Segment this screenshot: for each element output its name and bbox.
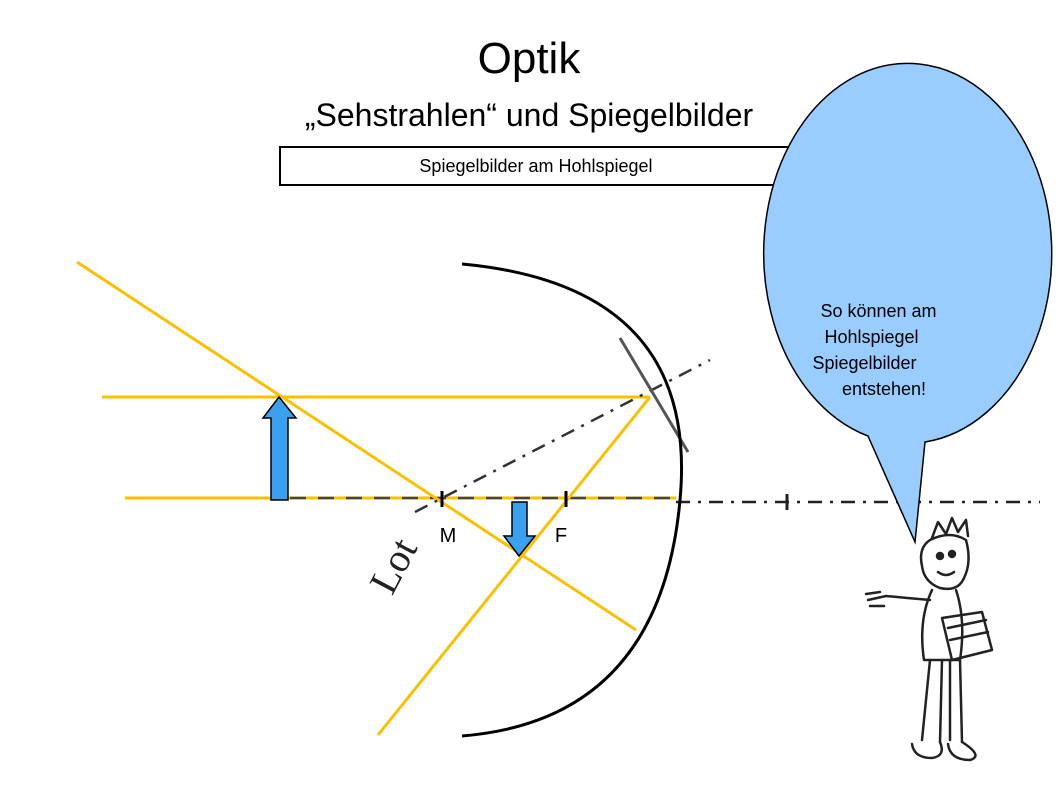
speech-line-2: Hohlspiegel (824, 327, 918, 347)
speech-bubble-text: So können am Hohlspiegel Spiegelbilder e… (812, 301, 941, 399)
image-arrow (502, 501, 537, 558)
concave-mirror (461, 262, 683, 738)
speech-line-4: entstehen! (842, 379, 926, 399)
ray-incident-oblique (76, 260, 637, 632)
normal-line-lot (414, 358, 711, 514)
ray-reflected (376, 396, 652, 736)
speech-line-3: Spiegelbilder (812, 353, 916, 373)
point-f-label: F (555, 525, 567, 547)
page-subtitle: „Sehstrahlen“ und Spiegelbilder (304, 97, 754, 133)
page-title: Optik (477, 34, 581, 83)
lot-label: Lot (360, 531, 426, 601)
cartoon-character-illustration (864, 516, 994, 762)
point-m-label: M (440, 525, 457, 547)
speech-bubble (763, 62, 1053, 545)
tangent-line (618, 337, 690, 453)
section-label-box: Spiegelbilder am Hohlspiegel (279, 146, 793, 186)
object-arrow (261, 395, 298, 501)
speech-line-1: So können am (820, 301, 936, 321)
